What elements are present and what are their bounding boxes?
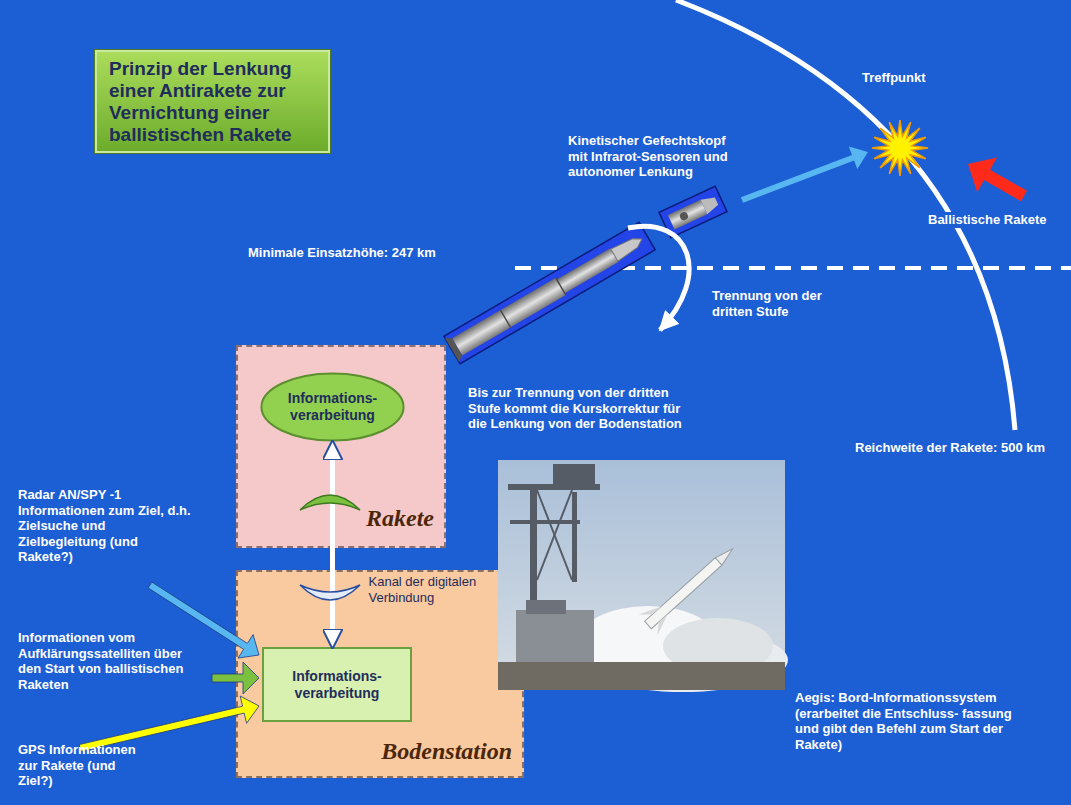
process-box: Informations- verarbeitung	[262, 647, 412, 722]
impact-star	[872, 120, 928, 176]
interceptor-rocket	[452, 278, 566, 356]
annotation: Radar AN/SPY -1 Informationen zum Ziel, …	[18, 487, 193, 565]
ship-photo	[530, 490, 537, 615]
separation-arrow	[628, 226, 689, 330]
interceptor-rocket	[556, 278, 566, 295]
ellipse-outline	[261, 373, 403, 440]
title: Prinzip der Lenkung einer Antirakete zur…	[95, 50, 330, 153]
warhead-path-arrow	[741, 147, 868, 203]
label-wrap: Reichweite der Rakete: 500 km	[855, 440, 1045, 456]
label-wrap: Radar AN/SPY -1 Informationen zum Ziel, …	[18, 487, 193, 565]
kinetic-warhead	[668, 200, 707, 230]
annotation: Bis zur Trennung von der dritten Stufe k…	[468, 385, 690, 432]
label-wrap: Treffpunkt	[862, 70, 926, 86]
ship-photo	[645, 558, 722, 629]
box-heading: Bodenstation	[238, 738, 522, 764]
annotation: GPS Informationen zur Rakete (und Ziel?)	[18, 742, 138, 789]
connector-layer	[332, 442, 333, 647]
annotation: Minimale Einsatzhöhe: 247 km	[248, 245, 436, 261]
annotation: Kinetischer Gefechtskopf mit Infrarot-Se…	[568, 133, 740, 180]
ship-photo	[639, 600, 674, 636]
label-wrap: GPS Informationen zur Rakete (und Ziel?)	[18, 742, 138, 789]
annotation: Ballistische Rakete	[925, 212, 1050, 228]
ship-photo	[508, 464, 600, 615]
node-text: Informations- verarbeitung	[277, 390, 389, 424]
interceptor-rocket	[500, 310, 510, 327]
ship-photo	[715, 545, 736, 565]
label-wrap: Informationen vom Aufklärungssatelliten …	[18, 630, 206, 692]
annotation: Informationen vom Aufklärungssatelliten …	[18, 630, 206, 692]
ship-photo	[516, 610, 594, 662]
annotation: Reichweite der Rakete: 500 km	[855, 440, 1045, 456]
impact-star	[872, 120, 928, 176]
ship-photo	[537, 490, 572, 580]
satellite-input-arrow	[212, 662, 259, 694]
annotation: Treffpunkt	[862, 70, 926, 86]
ship-photo	[537, 490, 572, 580]
ship-photo	[498, 662, 785, 690]
antenna-dish	[300, 495, 360, 510]
label-wrap: Aegis: Bord-Informationssystem (erarbeit…	[795, 690, 1027, 752]
link-arrow	[330, 442, 335, 647]
label-wrap: Ballistische Rakete	[925, 212, 1050, 228]
interceptor-rocket	[444, 222, 655, 364]
label-wrap: Bis zur Trennung von der dritten Stufe k…	[468, 385, 690, 432]
kinetic-warhead	[679, 211, 690, 222]
interceptor-rocket	[445, 335, 464, 362]
component-box: Rakete Informations- verarbeitung	[236, 345, 446, 548]
ship-photo	[526, 600, 566, 614]
ship-photo	[510, 520, 580, 524]
ship-photo	[572, 492, 577, 582]
antenna-dish	[300, 585, 360, 600]
interceptor-rocket	[444, 222, 655, 364]
ship-photo	[498, 460, 785, 690]
edge-label: Kanal der digitalen Verbindung	[369, 574, 497, 605]
node-text: Informations- verarbeitung	[281, 668, 393, 702]
interceptor-rocket	[611, 233, 646, 261]
title-wrap: Prinzip der Lenkung einer Antirakete zur…	[95, 50, 330, 153]
box-heading: Rakete	[238, 505, 444, 531]
kinetic-warhead	[700, 194, 719, 214]
missile-direction-arrow	[968, 158, 1027, 202]
ship-photo	[498, 460, 788, 692]
ship-photo	[639, 538, 742, 635]
label-wrap: Kinetischer Gefechtskopf mit Infrarot-Se…	[568, 133, 740, 180]
label-wrap: Minimale Einsatzhöhe: 247 km	[248, 245, 436, 261]
annotation: Aegis: Bord-Informationssystem (erarbeit…	[795, 690, 1027, 752]
label-wrap: Kanal der digitalen Verbindung	[369, 574, 497, 605]
annotation: Trennung von der dritten Stufe	[712, 288, 844, 319]
interceptor-rocket	[557, 248, 619, 293]
process-ellipse: Informations- verarbeitung	[260, 372, 405, 442]
ship-photo	[553, 464, 595, 486]
label-wrap: Trennung von der dritten Stufe	[712, 288, 844, 319]
